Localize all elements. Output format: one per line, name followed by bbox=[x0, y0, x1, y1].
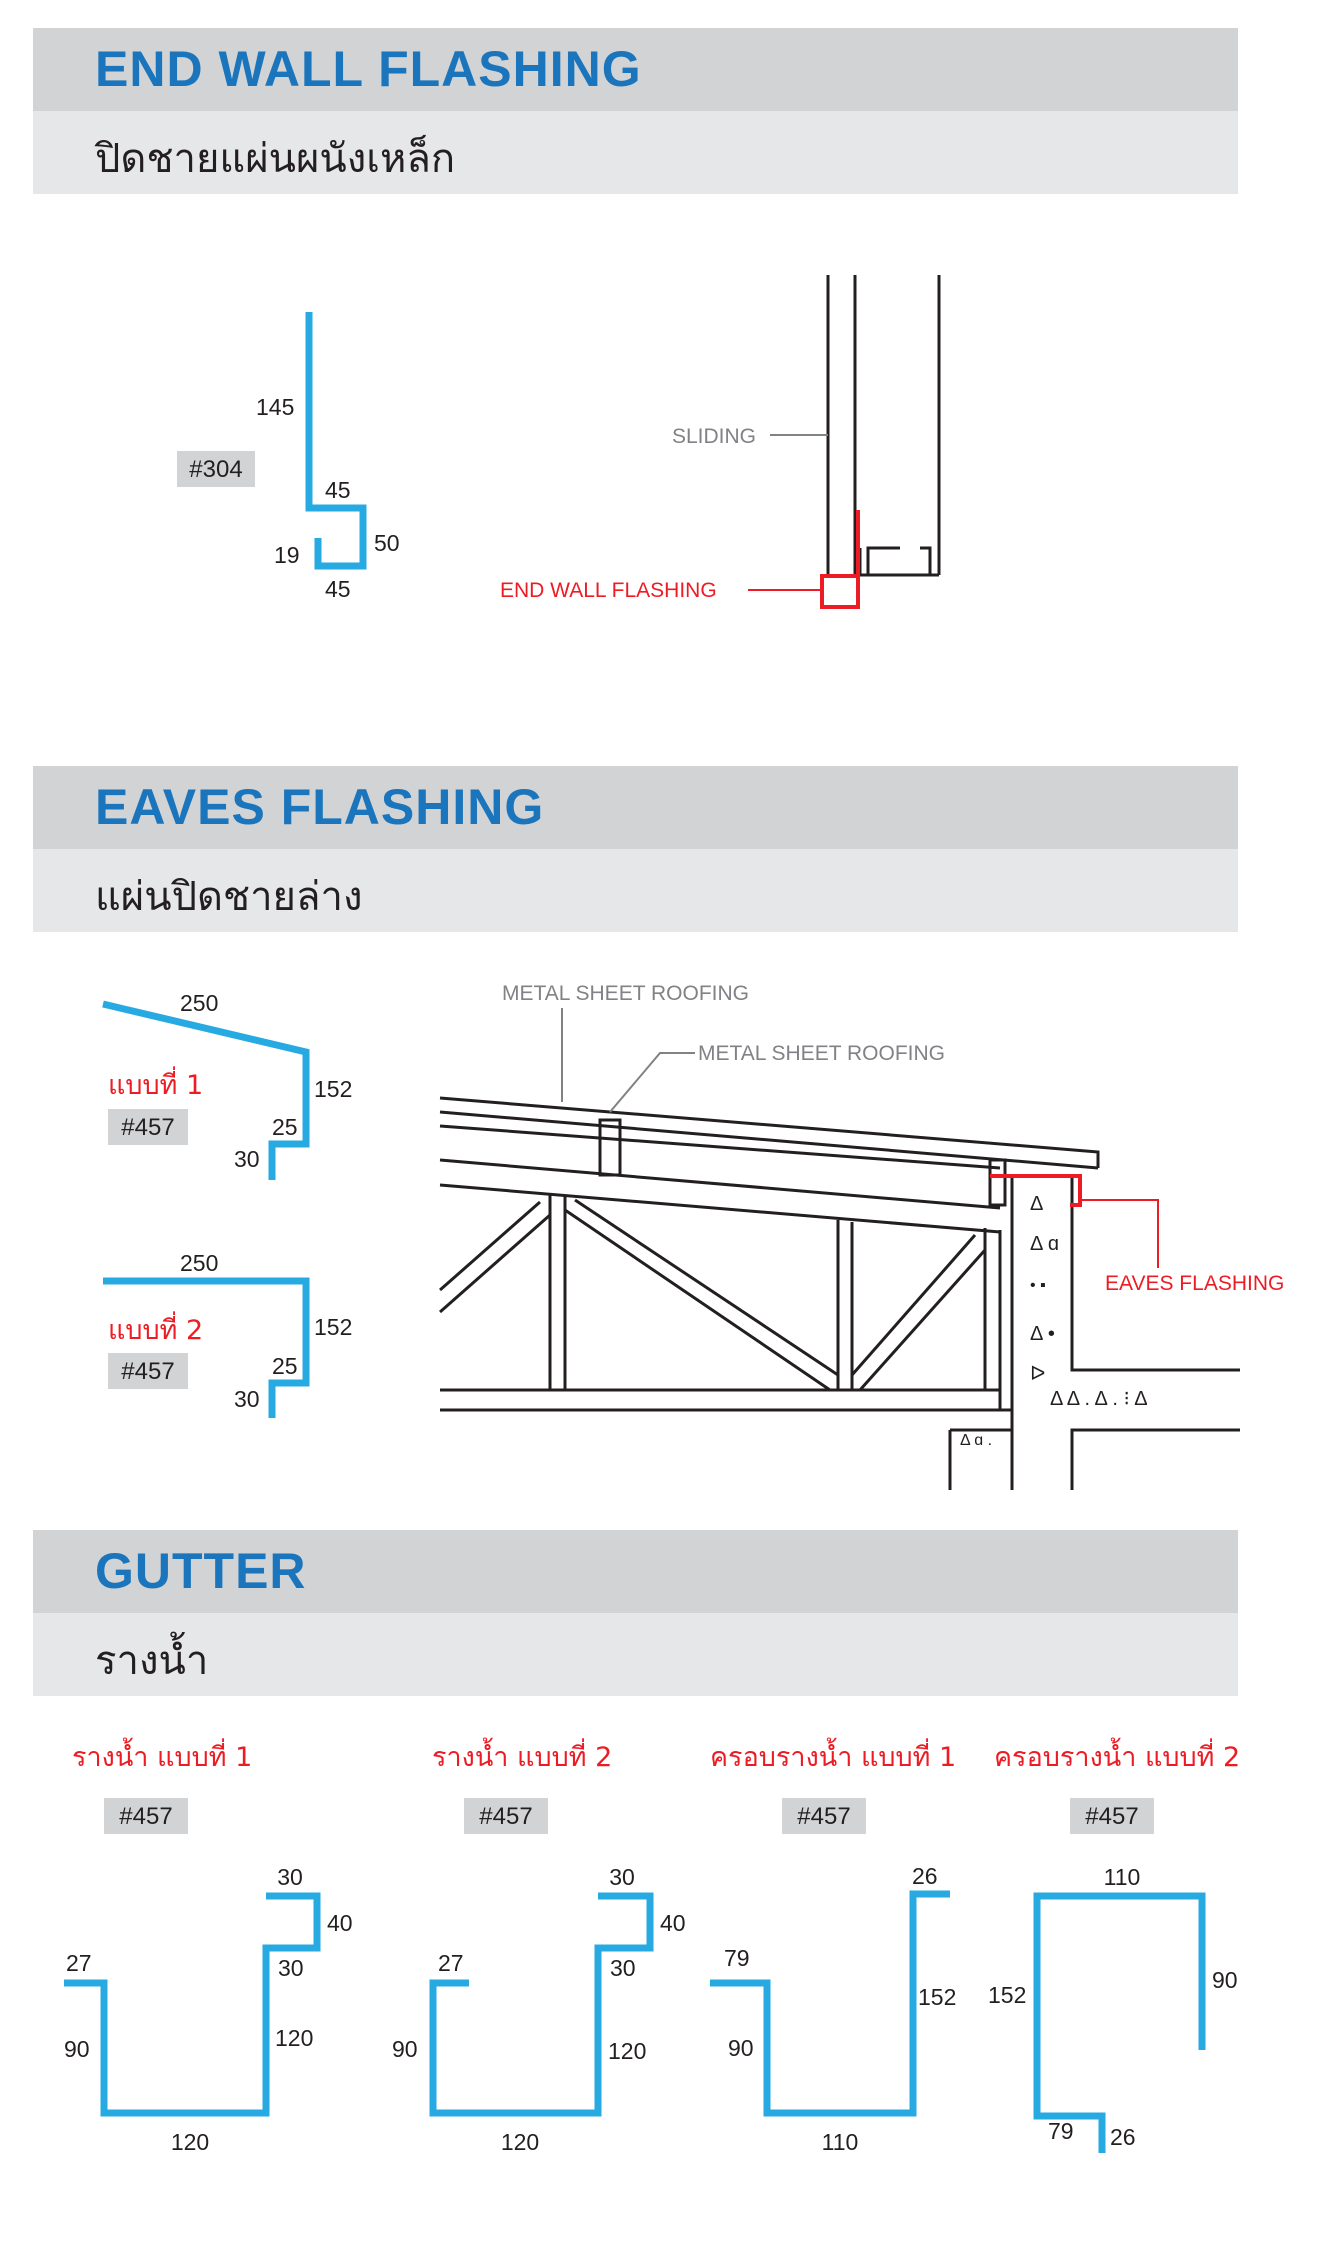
svg-text:• ▪: • ▪ bbox=[1030, 1277, 1046, 1294]
dimension-label: 152 bbox=[988, 1982, 1026, 2008]
section-title-gutter: GUTTER bbox=[95, 1543, 307, 1599]
section-subheader-band bbox=[33, 849, 1238, 932]
material-tag-text: #457 bbox=[119, 1803, 172, 1830]
dimension-label: 79 bbox=[1048, 2118, 1074, 2144]
svg-text:Δ: Δ bbox=[1030, 1193, 1043, 1215]
dimension-label: 250 bbox=[180, 1250, 218, 1276]
dimension-label: 145 bbox=[256, 394, 294, 420]
dimension-label: 30 bbox=[609, 1864, 635, 1890]
svg-text:Δ ɑ: Δ ɑ bbox=[1030, 1233, 1059, 1255]
eaves-type-1: 250 152 25 30 แบบที่ 1 #457 bbox=[102, 990, 352, 1180]
dimension-label: 90 bbox=[1212, 1967, 1238, 1993]
material-tag-text: #304 bbox=[189, 456, 242, 483]
dimension-label: 120 bbox=[608, 2038, 646, 2064]
section-title-end-wall: END WALL FLASHING bbox=[95, 41, 642, 97]
eaves-flashing-label: EAVES FLASHING bbox=[1105, 1272, 1284, 1295]
section-subtitle-gutter: รางน้ำ bbox=[95, 1638, 209, 1684]
dimension-label: 90 bbox=[728, 2035, 754, 2061]
dimension-label: 26 bbox=[912, 1863, 938, 1889]
metal-sheet-roofing-label: METAL SHEET ROOFING bbox=[502, 982, 749, 1005]
eaves-type-2: 250 152 25 30 แบบที่ 2 #457 bbox=[103, 1250, 352, 1418]
material-tag bbox=[104, 1798, 188, 1834]
end-wall-flashing-label: END WALL FLASHING bbox=[500, 579, 717, 602]
svg-text:Δ •: Δ • bbox=[1030, 1323, 1055, 1345]
dimension-label: 110 bbox=[1104, 1864, 1141, 1890]
material-tag bbox=[108, 1353, 188, 1389]
section-header-band bbox=[33, 1530, 1238, 1613]
section-header-band bbox=[33, 28, 1238, 111]
dimension-label: 27 bbox=[66, 1950, 92, 1976]
dimension-label: 110 bbox=[822, 2129, 859, 2155]
dimension-label: 40 bbox=[327, 1910, 353, 1936]
gutter-cover-type-1: ครอบรางน้ำ แบบที่ 1 #457 26 79 152 90 11… bbox=[710, 1737, 956, 2155]
dimension-label: 152 bbox=[314, 1076, 352, 1102]
dimension-label: 120 bbox=[275, 2025, 313, 2051]
dimension-label: 50 bbox=[374, 530, 400, 556]
sliding-label: SLIDING bbox=[672, 425, 756, 448]
material-tag bbox=[464, 1798, 548, 1834]
dimension-label: 250 bbox=[180, 990, 218, 1016]
dimension-label: 152 bbox=[918, 1984, 956, 2010]
dimension-label: 25 bbox=[272, 1114, 298, 1140]
section-title-eaves: EAVES FLASHING bbox=[95, 779, 545, 835]
dimension-label: 30 bbox=[610, 1955, 636, 1981]
svg-text:Δ Δ . Δ . ⁝ Δ: Δ Δ . Δ . ⁝ Δ bbox=[1050, 1388, 1148, 1410]
dimension-label: 27 bbox=[438, 1950, 464, 1976]
section-header-band bbox=[33, 766, 1238, 849]
dimension-label: 120 bbox=[171, 2129, 209, 2155]
metal-sheet-roofing-label: METAL SHEET ROOFING bbox=[698, 1042, 945, 1065]
section-subtitle-end-wall: ปิดชายแผ่นผนังเหล็ก bbox=[95, 136, 456, 182]
section-subheader-band bbox=[33, 111, 1238, 194]
material-tag bbox=[177, 451, 255, 487]
section-subheader-band bbox=[33, 1613, 1238, 1696]
svg-text:Δ ɑ .: Δ ɑ . bbox=[960, 1432, 992, 1449]
gutter-cover-type-2: ครอบรางน้ำ แบบที่ 2 #457 110 90 152 79 2… bbox=[988, 1737, 1240, 2153]
material-tag-text: #457 bbox=[797, 1803, 850, 1830]
dimension-label: 79 bbox=[724, 1945, 750, 1971]
material-tag-text: #457 bbox=[479, 1803, 532, 1830]
dimension-label: 26 bbox=[1110, 2124, 1136, 2150]
material-tag bbox=[1070, 1798, 1154, 1834]
dimension-label: 30 bbox=[277, 1864, 303, 1890]
material-tag-text: #457 bbox=[1085, 1803, 1138, 1830]
dimension-label: 25 bbox=[272, 1353, 298, 1379]
dimension-label: 45 bbox=[325, 576, 351, 602]
gutter-type-2: รางน้ำ แบบที่ 2 #457 30 40 27 30 90 120 … bbox=[392, 1737, 686, 2155]
eaves-detail: Δ Δ ɑ • ▪ Δ • ᐅ Δ Δ . Δ . ⁝ Δ Δ ɑ . EAVE… bbox=[439, 982, 1284, 1490]
section-subtitle-eaves: แผ่นปิดชายล่าง bbox=[95, 874, 363, 920]
dimension-label: 90 bbox=[64, 2036, 90, 2062]
eaves-type-label: แบบที่ 1 bbox=[108, 1066, 203, 1101]
gutter-item-label: ครอบรางน้ำ แบบที่ 2 bbox=[994, 1737, 1240, 1773]
dimension-label: 30 bbox=[234, 1146, 260, 1172]
gutter-item-label: รางน้ำ แบบที่ 2 bbox=[432, 1737, 612, 1773]
dimension-label: 152 bbox=[314, 1314, 352, 1340]
gutter-type-1: รางน้ำ แบบที่ 1 #457 30 40 27 30 90 120 … bbox=[64, 1737, 353, 2155]
dimension-label: 30 bbox=[234, 1386, 260, 1412]
dimension-label: 90 bbox=[392, 2036, 418, 2062]
material-tag bbox=[782, 1798, 866, 1834]
dimension-label: 30 bbox=[278, 1955, 304, 1981]
dimension-label: 45 bbox=[325, 477, 351, 503]
svg-text:ᐅ: ᐅ bbox=[1030, 1363, 1045, 1385]
material-tag-text: #457 bbox=[121, 1114, 174, 1141]
end-wall-detail: SLIDING END WALL FLASHING bbox=[500, 275, 941, 609]
dimension-label: 120 bbox=[501, 2129, 539, 2155]
dimension-label: 19 bbox=[274, 542, 300, 568]
material-tag bbox=[108, 1109, 188, 1145]
end-wall-profile: #304 145 45 50 19 45 bbox=[177, 312, 400, 602]
dimension-label: 40 bbox=[660, 1910, 686, 1936]
material-tag-text: #457 bbox=[121, 1358, 174, 1385]
gutter-item-label: ครอบรางน้ำ แบบที่ 1 bbox=[710, 1737, 956, 1773]
gutter-item-label: รางน้ำ แบบที่ 1 bbox=[72, 1737, 252, 1773]
eaves-type-label: แบบที่ 2 bbox=[108, 1311, 203, 1346]
